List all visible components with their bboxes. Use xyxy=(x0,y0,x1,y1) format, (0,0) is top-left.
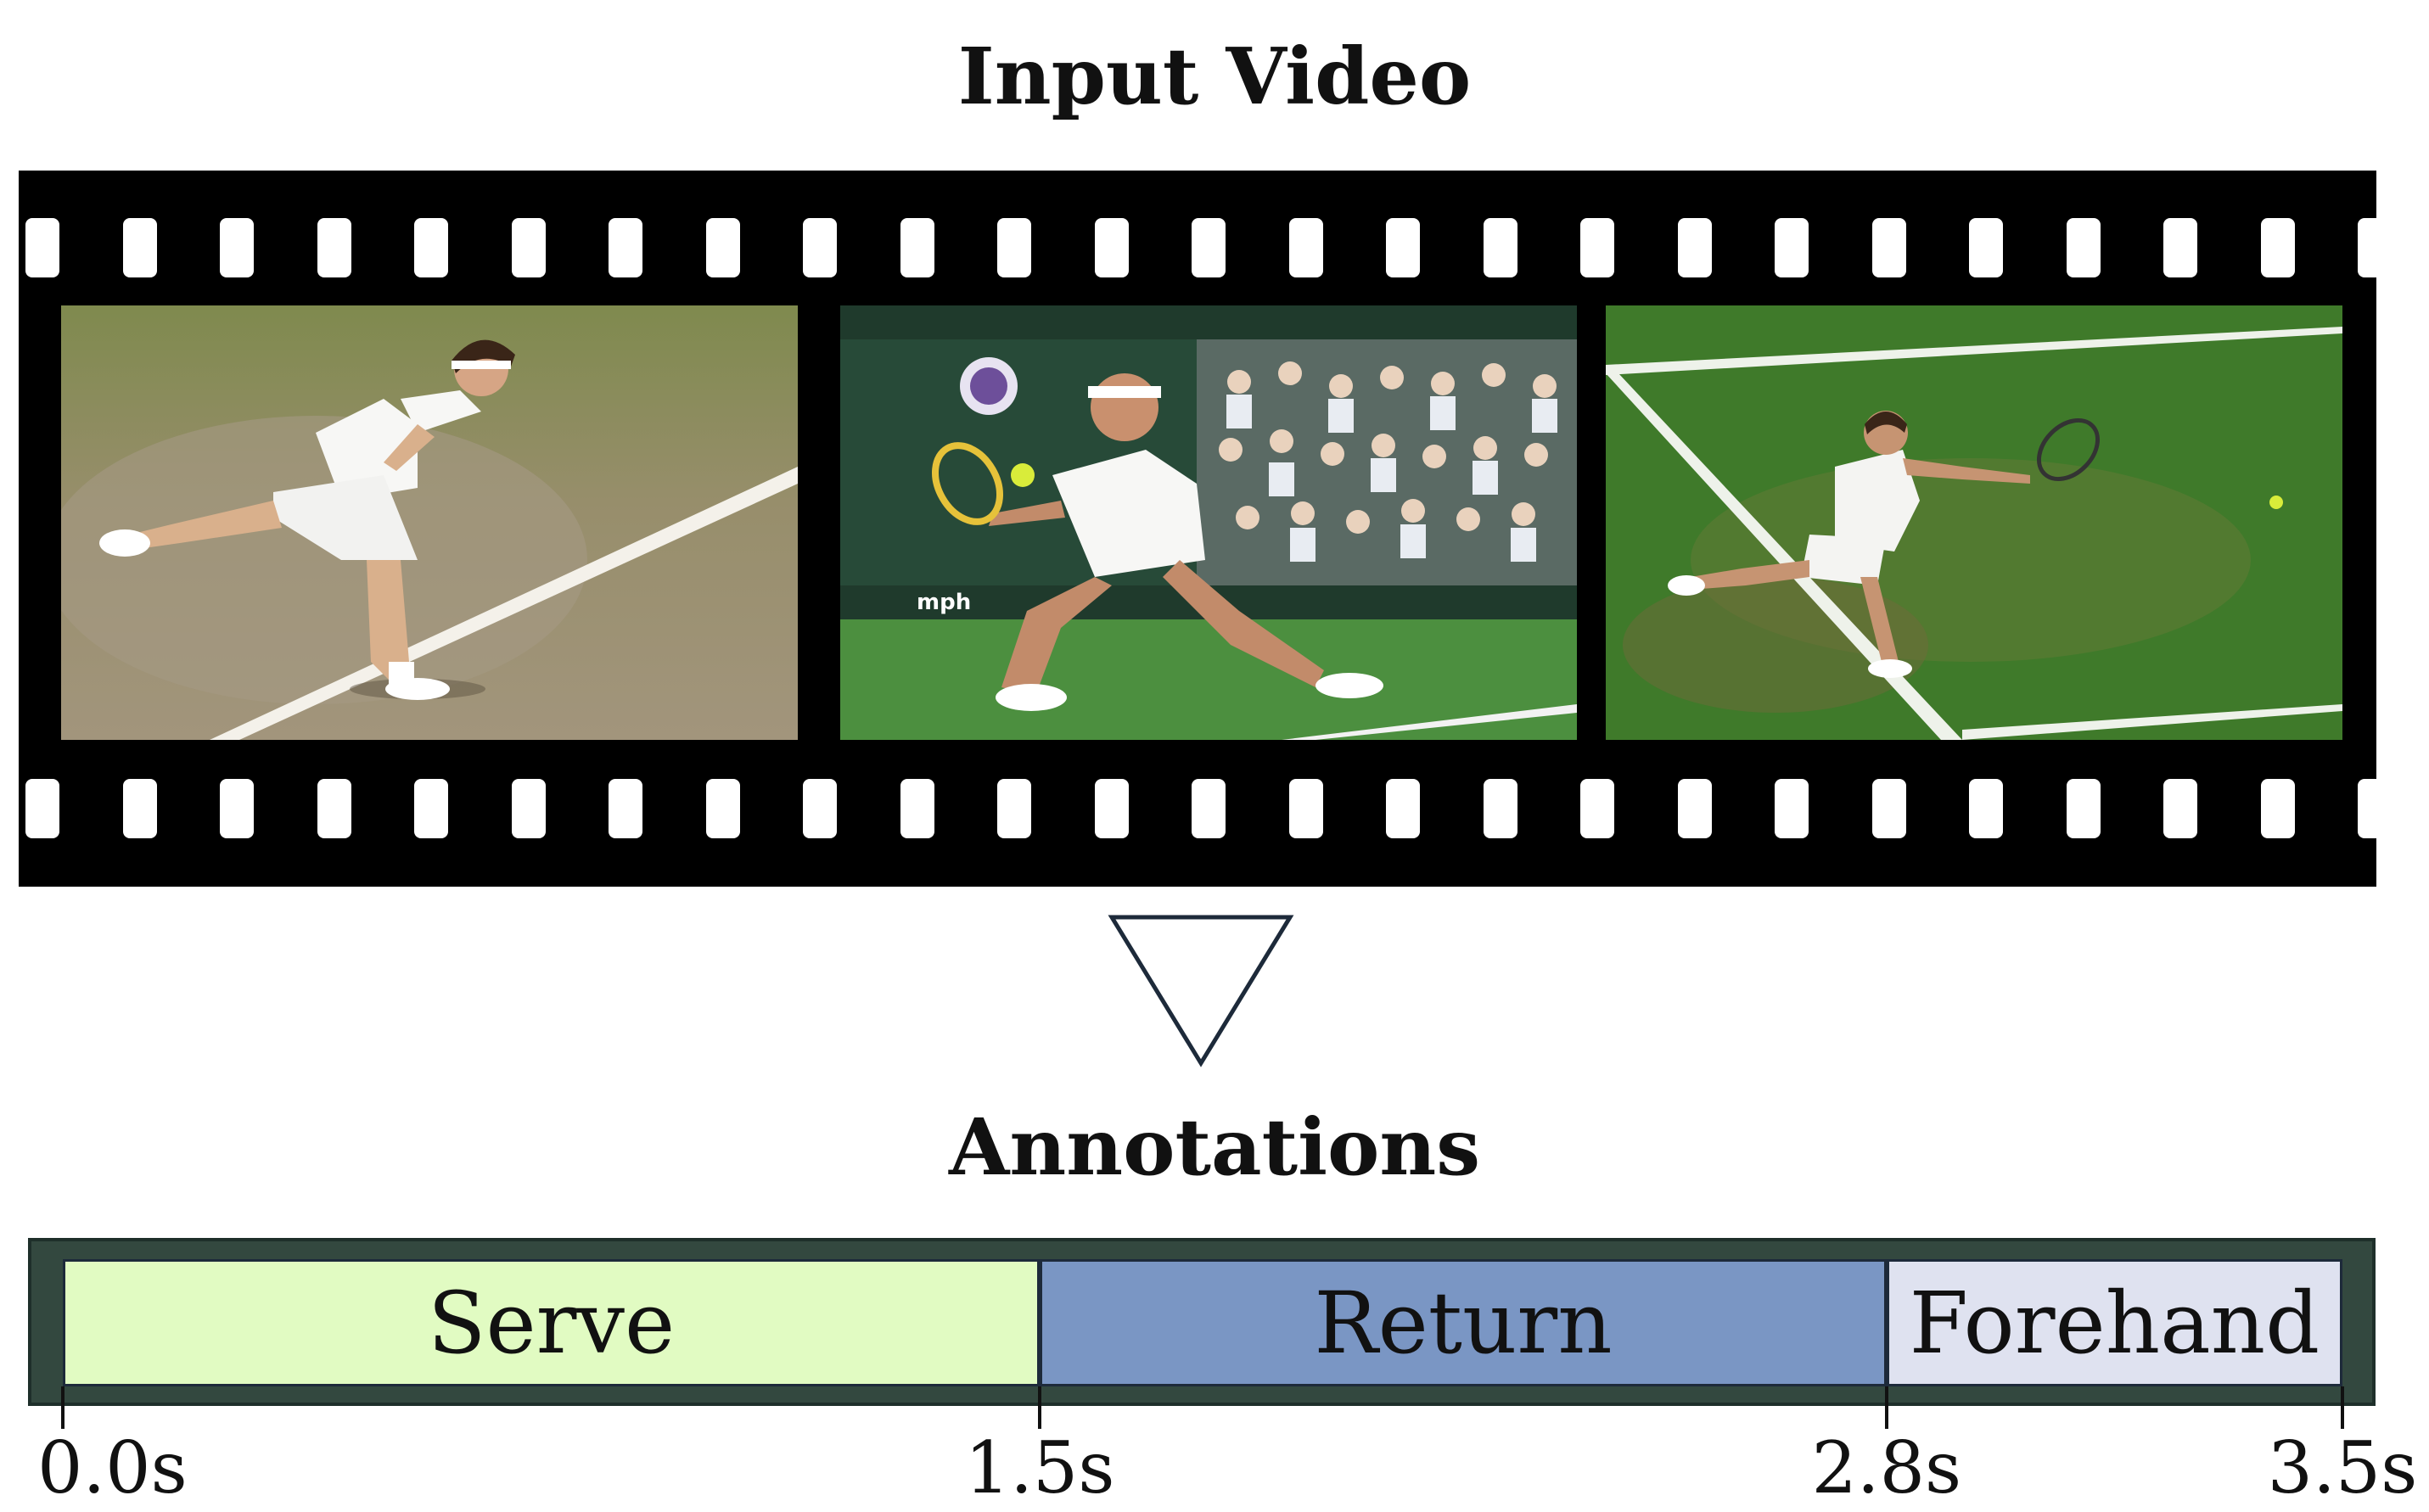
timeline-tick-label: 0.0s xyxy=(37,1426,188,1509)
film-sprocket-hole xyxy=(1483,218,1517,277)
film-sprocket-hole xyxy=(803,779,837,838)
annotation-segment-return: Return xyxy=(1040,1259,1887,1386)
film-sprocket-hole xyxy=(609,779,642,838)
film-sprocket-hole xyxy=(1094,779,1129,838)
timeline-tick-label: 1.5s xyxy=(964,1426,1115,1509)
film-sprocket-hole xyxy=(1580,779,1614,838)
film-sprocket-hole xyxy=(705,218,740,277)
film-sprocket-hole xyxy=(414,779,448,838)
svg-text:mph: mph xyxy=(917,590,971,615)
film-sprocket-hole xyxy=(1775,218,1809,277)
film-sprocket-hole xyxy=(2358,779,2392,838)
film-sprocket-hole xyxy=(1969,779,2003,838)
video-frame-serve xyxy=(61,305,798,740)
input-video-title: Input Video xyxy=(957,31,1472,122)
film-sprocket-hole xyxy=(705,779,740,838)
film-sprocket-hole xyxy=(1580,218,1614,277)
film-sprocket-hole xyxy=(1871,218,1906,277)
film-sprocket-hole xyxy=(997,779,1031,838)
film-strip: mph xyxy=(19,171,2392,887)
film-sprocket-hole xyxy=(900,218,934,277)
film-sprocket-hole xyxy=(25,779,59,838)
timeline-tick-label: 2.8s xyxy=(1811,1426,1962,1509)
film-sprocket-hole xyxy=(414,218,448,277)
film-sprocket-hole xyxy=(1871,779,1906,838)
film-sprocket-hole xyxy=(1775,779,1809,838)
film-sprocket-hole xyxy=(1288,779,1323,838)
film-sprocket-hole xyxy=(511,779,546,838)
film-sprocket-hole xyxy=(803,218,837,277)
film-sprocket-hole xyxy=(1192,779,1226,838)
annotation-segment-serve: Serve xyxy=(63,1259,1041,1386)
film-sprocket-hole xyxy=(2066,218,2101,277)
down-arrow-icon xyxy=(1108,915,1294,1067)
film-sprocket-hole xyxy=(317,779,351,838)
film-sprocket-hole xyxy=(1677,218,1712,277)
video-frame-forehand xyxy=(1606,305,2342,740)
film-sprocket-hole xyxy=(1192,218,1226,277)
film-sprocket-hole xyxy=(122,218,157,277)
film-sprocket-hole xyxy=(220,779,254,838)
film-sprocket-hole xyxy=(2358,218,2392,277)
film-sprocket-hole xyxy=(511,218,546,277)
timeline-tick xyxy=(1038,1386,1042,1429)
film-sprocket-hole xyxy=(1483,779,1517,838)
film-sprocket-hole xyxy=(609,218,642,277)
timeline-tick xyxy=(1884,1386,1888,1429)
film-sprocket-hole xyxy=(2163,779,2197,838)
film-sprocket-hole xyxy=(2260,779,2295,838)
film-sprocket-hole xyxy=(1386,779,1420,838)
timeline-tick xyxy=(2341,1386,2344,1429)
film-sprocket-hole xyxy=(1288,218,1323,277)
film-sprocket-hole xyxy=(1386,218,1420,277)
film-sprocket-hole xyxy=(1969,218,2003,277)
film-sprocket-hole xyxy=(25,218,59,277)
film-sprocket-hole xyxy=(900,779,934,838)
timeline-tick-label: 3.5s xyxy=(2267,1426,2418,1509)
film-sprocket-hole xyxy=(2163,218,2197,277)
video-frame-return: mph xyxy=(840,305,1577,740)
timeline-tick xyxy=(61,1386,65,1429)
film-sprocket-hole xyxy=(1677,779,1712,838)
film-sprocket-hole xyxy=(220,218,254,277)
film-sprocket-hole xyxy=(997,218,1031,277)
film-sprocket-hole xyxy=(317,218,351,277)
film-sprocket-hole xyxy=(2066,779,2101,838)
film-sprocket-hole xyxy=(2260,218,2295,277)
annotation-segment-forehand: Forehand xyxy=(1886,1259,2342,1386)
film-sprocket-hole xyxy=(122,779,157,838)
film-sprocket-hole xyxy=(1094,218,1129,277)
annotations-title: Annotations xyxy=(948,1101,1481,1193)
